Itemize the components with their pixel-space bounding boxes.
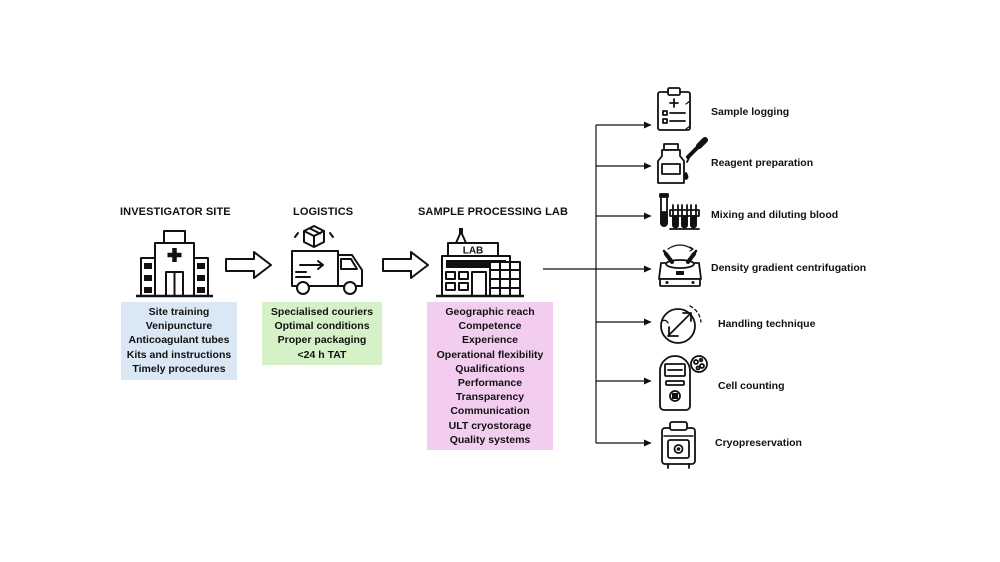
step-label-cryopreservation: Cryopreservation [715, 437, 802, 449]
sample-processing-lab-heading: SAMPLE PROCESSING LAB [418, 206, 569, 218]
outline-arrow-to-logistics [225, 251, 272, 279]
step-label-mixing-diluting: Mixing and diluting blood [711, 209, 839, 221]
lab-item: Quality systems [449, 433, 531, 446]
logistics-box: Specialised couriers Optimal conditions … [262, 302, 382, 365]
sample-processing-lab-box: Geographic reach Competence Experience O… [427, 302, 553, 450]
logistics-item: Optimal conditions [274, 320, 370, 333]
lab-item: Qualifications [455, 362, 525, 375]
lab-item: Communication [450, 405, 530, 418]
lab-item: Geographic reach [445, 306, 535, 318]
cell-counter-icon [659, 355, 708, 411]
logistics-item: Proper packaging [277, 334, 367, 347]
investigator-item: Site training [148, 306, 210, 318]
logistics-heading: LOGISTICS [293, 206, 354, 218]
clipboard-icon [657, 87, 691, 131]
outline-arrow-to-lab [382, 251, 429, 279]
investigator-item: Anticoagulant tubes [128, 334, 230, 347]
investigator-item: Venipuncture [145, 320, 213, 333]
investigator-item: Kits and instructions [126, 348, 232, 361]
lab-sign-text: LAB [463, 246, 484, 257]
test-tubes-icon [659, 193, 700, 230]
step-label-density-centrifugation: Density gradient centrifugation [711, 262, 867, 274]
step-label-reagent-preparation: Reagent preparation [711, 157, 814, 169]
investigator-item: Timely procedures [132, 362, 226, 375]
logistics-item: <24 h TAT [297, 348, 347, 361]
lab-item: Performance [457, 377, 523, 390]
cryo-freezer-icon [661, 421, 696, 469]
step-label-cell-counting: Cell counting [718, 380, 785, 392]
logistics-item: Specialised couriers [270, 306, 374, 318]
step-connectors [543, 121, 652, 447]
lab-item: ULT cryostorage [448, 419, 532, 432]
lab-item: Competence [458, 320, 522, 333]
reagent-icon [657, 137, 708, 184]
hospital-icon [136, 230, 213, 298]
lab-item: Experience [461, 334, 519, 347]
step-label-sample-logging: Sample logging [711, 106, 790, 118]
lab-item: Transparency [455, 391, 525, 404]
centrifuge-icon [658, 244, 702, 287]
lab-item: Operational flexibility [436, 348, 544, 361]
step-label-handling-technique: Handling technique [718, 318, 816, 330]
handling-icon [660, 305, 702, 344]
investigator-site-box: Site training Venipuncture Anticoagulant… [121, 302, 237, 380]
lab-building-icon: LAB [436, 228, 524, 298]
delivery-truck-icon [291, 225, 363, 295]
investigator-site-heading: INVESTIGATOR SITE [120, 206, 231, 218]
